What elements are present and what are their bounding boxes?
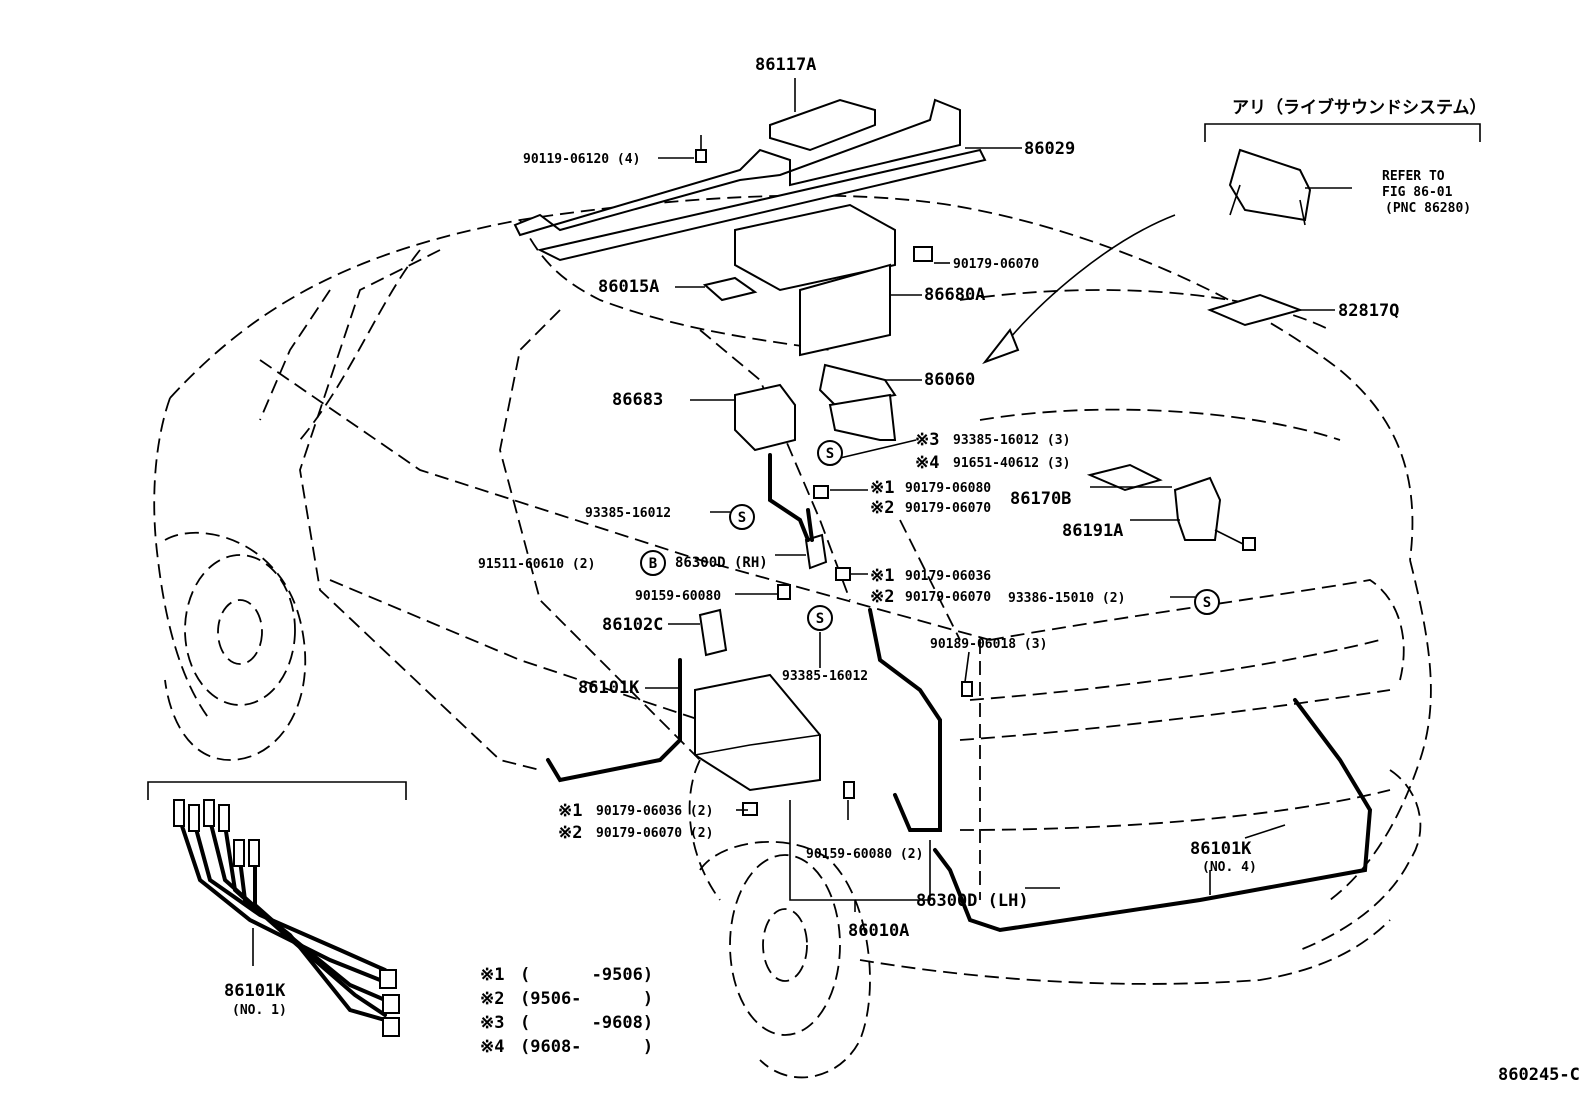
legend-row: ※3 ( -9608) (480, 1013, 653, 1033)
part-label-91651-40612: 91651-40612 (3) (953, 456, 1070, 471)
s-symbol-text: S (826, 446, 834, 462)
part-label-93385-16012-3: 93385-16012 (3) (953, 433, 1070, 448)
part-label-86300d-lh: 86300D (LH) (916, 891, 1029, 911)
legend-mark: ※1 (480, 965, 504, 985)
s-symbol: S (729, 504, 755, 530)
s-symbol: S (807, 605, 833, 631)
s-symbol: S (1194, 589, 1220, 615)
part-label-86029: 86029 (1024, 139, 1075, 159)
part-label-86101k-no4: 86101K (1190, 839, 1252, 859)
part-label-86015a: 86015A (598, 277, 659, 297)
b-symbol: B (640, 550, 666, 576)
leader-lines (147, 78, 1481, 966)
part-label-82817q: 82817Q (1338, 301, 1399, 321)
part-label-86170b: 86170B (1010, 489, 1071, 509)
vehicle-outline (153, 194, 1432, 1079)
legend-row: ※1 ( -9506) (480, 965, 653, 985)
legend-range: ( -9608) (520, 1013, 653, 1033)
refer-line-3: (PNC 86280) (1385, 201, 1471, 216)
part-label-91511-60610: 91511-60610 (2) (478, 557, 595, 572)
legend-range: (9608- ) (520, 1037, 653, 1057)
legend-row: ※4 (9608- ) (480, 1037, 653, 1057)
part-label-86060: 86060 (924, 370, 975, 390)
refer-line-2: FIG 86-01 (1382, 185, 1453, 200)
note-mark-2: ※2 (870, 498, 894, 518)
part-label-86117a: 86117A (755, 55, 816, 75)
legend-range: ( -9506) (520, 965, 653, 985)
callout-symbols: S S B S S (640, 440, 1220, 631)
part-label-90179-06070-b: 90179-06070 (905, 590, 991, 605)
part-label-90179-06070-top: 90179-06070 (953, 257, 1039, 272)
part-label-86010a: 86010A (848, 921, 909, 941)
part-label-93385-16012-left: 93385-16012 (585, 506, 671, 521)
legend-range: (9506- ) (520, 989, 653, 1009)
part-label-86101k-left: 86101K (578, 678, 640, 698)
part-label-90159-60080-bottom: 90159-60080 (2) (806, 847, 923, 862)
b-symbol-text: B (649, 556, 657, 572)
part-label-90119-06120: 90119-06120 (4) (523, 152, 640, 167)
part-label-90179-06080: 90179-06080 (905, 481, 991, 496)
legend-mark: ※3 (480, 1013, 504, 1033)
part-label-86101k-no1-sub: (NO. 1) (232, 1003, 287, 1018)
s-symbol-text: S (1203, 595, 1211, 611)
part-label-90179-06070-a: 90179-06070 (905, 501, 991, 516)
s-symbol-text: S (738, 510, 746, 526)
part-label-86101k-no4-sub: (NO. 4) (1202, 860, 1257, 875)
s-symbol: S (817, 440, 843, 466)
live-sound-note: アリ（ライブサウンドシステム） REFER TO FIG 86-01 (PNC … (1232, 97, 1487, 216)
note-mark-2: ※2 (558, 823, 582, 843)
legend: ※1 ( -9506) ※2 (9506- ) ※3 ( -9608) ※4 (… (480, 965, 653, 1057)
part-label-86683: 86683 (612, 390, 663, 410)
s-symbol-text: S (816, 611, 824, 627)
part-label-90179-06036-2: 90179-06036 (2) (596, 804, 713, 819)
part-label-90159-60080-mid: 90159-60080 (635, 589, 721, 604)
part-label-93386-15010: 93386-15010 (2) (1008, 591, 1125, 606)
part-label-90179-06036: 90179-06036 (905, 569, 991, 584)
part-label-90189-06018: 90189-06018 (3) (930, 637, 1047, 652)
refer-line-1: REFER TO (1382, 169, 1445, 184)
part-label-86101k-no1: 86101K (224, 981, 286, 1001)
note-mark-2: ※2 (870, 587, 894, 607)
figure-code: 860245-C (1498, 1065, 1580, 1085)
part-label-86102c: 86102C (602, 615, 663, 635)
legend-mark: ※4 (480, 1037, 504, 1057)
parts-art (513, 98, 1312, 816)
part-label-93385-16012-bottom: 93385-16012 (782, 669, 868, 684)
note-mark-1: ※1 (870, 566, 894, 586)
part-label-86680a: 86680A (924, 285, 985, 305)
note-mark-3: ※3 (915, 430, 939, 450)
live-sound-title: アリ（ライブサウンドシステム） (1232, 97, 1487, 118)
part-label-86191a: 86191A (1062, 521, 1123, 541)
note-mark-1: ※1 (558, 801, 582, 821)
cables (173, 453, 1373, 1037)
part-label-90179-06070-2: 90179-06070 (2) (596, 826, 713, 841)
legend-mark: ※2 (480, 989, 504, 1009)
part-label-86300d-rh: 86300D (RH) (675, 555, 768, 571)
part-labels: 86117A 86029 90119-06120 (4) 90179-06070… (224, 55, 1399, 1018)
note-mark-4: ※4 (915, 453, 939, 473)
note-mark-1: ※1 (870, 478, 894, 498)
legend-row: ※2 (9506- ) (480, 989, 653, 1009)
